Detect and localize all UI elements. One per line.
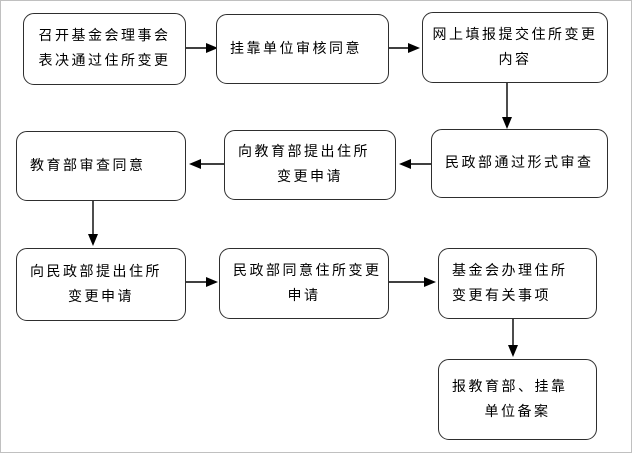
edge-apply-moe-moe-review-approve (189, 159, 224, 169)
node-line: 单位备案 (484, 404, 551, 420)
node-line: 网上填报提交住所变更 (432, 27, 598, 43)
edge-moe-review-approve-apply-mca (88, 201, 98, 246)
node-board-resolution: 召开基金会理事会 表决通过住所变更 (23, 13, 186, 85)
node-line: 内容 (498, 52, 532, 68)
node-mca-formal-review: 民政部通过形式审查 (431, 129, 608, 198)
node-line: 向教育部提出住所 (238, 145, 370, 160)
node-line: 变更申请 (277, 170, 343, 185)
node-mca-approve: 民政部同意住所变更 申请 (219, 248, 389, 319)
node-moe-review-approve: 教育部审查同意 (16, 131, 186, 201)
node-line: 教育部审查同意 (30, 158, 146, 174)
node-line: 向民政部提出住所 (30, 264, 162, 280)
node-affiliated-unit-review: 挂靠单位审核同意 (216, 14, 389, 84)
node-line: 基金会办理住所 (452, 263, 568, 279)
node-apply-mca: 向民政部提出住所 变更申请 (16, 248, 186, 321)
node-apply-moe: 向教育部提出住所 变更申请 (224, 130, 396, 200)
node-line: 召开基金会理事会 (38, 29, 171, 44)
node-line: 挂靠单位审核同意 (230, 41, 362, 57)
node-line: 民政部通过形式审查 (445, 156, 594, 171)
edge-affiliated-unit-review-online-submit (389, 43, 420, 53)
edge-handle-change-file-record (508, 319, 518, 357)
node-line: 变更有关事项 (452, 288, 551, 304)
node-handle-change: 基金会办理住所 变更有关事项 (438, 248, 597, 319)
node-file-record: 报教育部、挂靠 单位备案 (438, 359, 597, 440)
edge-board-resolution-affiliated-unit-review (186, 43, 218, 53)
node-line: 申请 (287, 288, 321, 304)
edge-mca-formal-review-apply-moe (399, 159, 431, 169)
edge-mca-approve-handle-change (389, 277, 436, 287)
node-online-submit: 网上填报提交住所变更 内容 (422, 12, 608, 83)
node-line: 民政部同意住所变更 (233, 263, 382, 279)
edge-apply-mca-mca-approve (186, 277, 218, 287)
edge-online-submit-mca-formal-review (502, 83, 512, 129)
node-line: 表决通过住所变更 (38, 54, 171, 69)
node-line: 报教育部、挂靠 (452, 379, 568, 395)
node-line: 变更申请 (68, 289, 134, 305)
